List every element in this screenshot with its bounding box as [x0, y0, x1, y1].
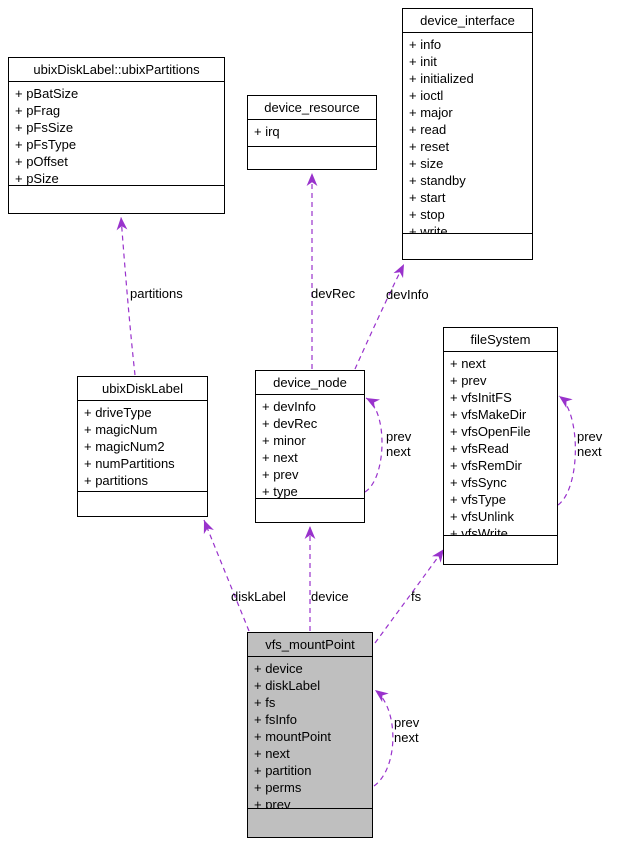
class-field: + next	[254, 746, 290, 761]
edge-mountpoint-self-loop	[373, 689, 394, 787]
class-fields: + pBatSize + pFrag + pFsSize + pFsType + pOf…	[9, 82, 224, 186]
class-field: + ioctl	[409, 88, 444, 103]
class-field: + partition	[254, 763, 312, 778]
class-title: ubixDiskLabel::ubixPartitions	[9, 58, 224, 82]
class-fields: + device + diskLabel + fs + fsInfo + mountPo…	[248, 657, 372, 809]
class-field: + standby	[409, 173, 466, 188]
class-empty-compartment	[78, 492, 207, 516]
class-field: + prev	[262, 467, 299, 482]
class-field: + vfsRemDir	[450, 458, 522, 473]
edge-label-device: device	[311, 589, 349, 604]
class-field: + vfsWrite	[450, 526, 508, 536]
edge-label-mountpoint-loop: prev next	[394, 715, 420, 745]
class-title: device_resource	[248, 96, 376, 120]
class-device-resource[interactable]: device_resource + irq	[247, 95, 377, 170]
edge-label-disklabel: diskLabel	[231, 589, 286, 604]
class-field: + numPartitions	[84, 456, 175, 471]
class-ubixpartitions[interactable]: ubixDiskLabel::ubixPartitions + pBatSize…	[8, 57, 225, 214]
class-field: + magicNum2	[84, 439, 165, 454]
class-field: + write	[409, 224, 448, 234]
class-empty-compartment	[256, 499, 364, 522]
class-empty-compartment	[444, 536, 557, 564]
class-title: vfs_mountPoint	[248, 633, 372, 657]
class-fields: + irq	[248, 120, 376, 147]
class-field: + pFsSize	[15, 120, 74, 135]
class-ubixdisklabel[interactable]: ubixDiskLabel + driveType + magicNum + mag…	[77, 376, 208, 517]
edge-label-fs: fs	[411, 589, 422, 604]
edge-filesystem-self-loop	[557, 395, 576, 506]
class-field: + vfsOpenFile	[450, 424, 531, 439]
class-field: + mountPoint	[254, 729, 331, 744]
class-title: ubixDiskLabel	[78, 377, 207, 401]
class-field: + major	[409, 105, 453, 120]
class-field: + perms	[254, 780, 302, 795]
class-field: + partitions	[84, 473, 148, 488]
class-field: + start	[409, 190, 446, 205]
class-field: + type	[262, 484, 298, 499]
class-field: + reset	[409, 139, 450, 154]
class-field: + pFrag	[15, 103, 61, 118]
class-field: + size	[409, 156, 444, 171]
class-filesystem[interactable]: fileSystem + next + prev + vfsInitFS + vfsM…	[443, 327, 558, 565]
edge-label-partitions: partitions	[130, 286, 183, 301]
class-field: + next	[262, 450, 298, 465]
edge-disklabel	[203, 519, 250, 632]
edge-devinfo	[354, 263, 405, 370]
class-field: + next	[450, 356, 486, 371]
class-title: fileSystem	[444, 328, 557, 352]
class-field: + pBatSize	[15, 86, 79, 101]
class-empty-compartment	[403, 234, 532, 259]
class-field: + pOffset	[15, 154, 68, 169]
class-fields: + devInfo + devRec + minor + next + prev + ty…	[256, 395, 364, 499]
class-field: + prev	[450, 373, 487, 388]
class-empty-compartment	[248, 809, 372, 837]
class-field: + diskLabel	[254, 678, 321, 693]
class-field: + irq	[254, 124, 280, 139]
class-field: + prev	[254, 797, 291, 809]
class-empty-compartment	[248, 147, 376, 169]
class-field: + fs	[254, 695, 276, 710]
class-field: + initialized	[409, 71, 474, 86]
class-fields: + next + prev + vfsInitFS + vfsMakeDir + vfs…	[444, 352, 557, 536]
class-field: + vfsUnlink	[450, 509, 514, 524]
class-field: + vfsRead	[450, 441, 509, 456]
class-field: + info	[409, 37, 442, 52]
class-field: + devInfo	[262, 399, 316, 414]
class-field: + fsInfo	[254, 712, 297, 727]
class-field: + vfsType	[450, 492, 506, 507]
class-field: + minor	[262, 433, 306, 448]
class-vfs-mountpoint: vfs_mountPoint + device+ diskLabel+ fs+ …	[247, 632, 373, 838]
edge-device-node-self-loop	[364, 397, 383, 493]
class-field: + init	[409, 54, 437, 69]
class-field: + vfsInitFS	[450, 390, 512, 405]
edge-label-devinfo: devInfo	[386, 287, 429, 302]
class-field: + pFsType	[15, 137, 77, 152]
class-field: + vfsMakeDir	[450, 407, 527, 422]
edge-fs	[374, 548, 445, 644]
class-empty-compartment	[9, 186, 224, 213]
class-title: device_node	[256, 371, 364, 395]
edge-label-devrec: devRec	[311, 286, 356, 301]
class-fields: + info + init + initialized + ioctl + major +…	[403, 33, 532, 234]
class-field: + stop	[409, 207, 445, 222]
class-fields: + driveType + magicNum + magicNum2 + numPar…	[78, 401, 207, 492]
edge-label-filesystem-loop: prev next	[577, 429, 603, 459]
class-field: + vfsSync	[450, 475, 507, 490]
class-field: + pSize	[15, 171, 59, 186]
class-device-interface[interactable]: device_interface + info + init + initializ…	[402, 8, 533, 260]
class-field: + driveType	[84, 405, 152, 420]
edge-label-device-node-loop: prev next	[386, 429, 412, 459]
class-field: + device	[254, 661, 303, 676]
class-device-node[interactable]: device_node + devInfo + devRec + minor + ne…	[255, 370, 365, 523]
class-field: + read	[409, 122, 447, 137]
class-field: + magicNum	[84, 422, 158, 437]
class-field: + devRec	[262, 416, 318, 431]
class-title: device_interface	[403, 9, 532, 33]
